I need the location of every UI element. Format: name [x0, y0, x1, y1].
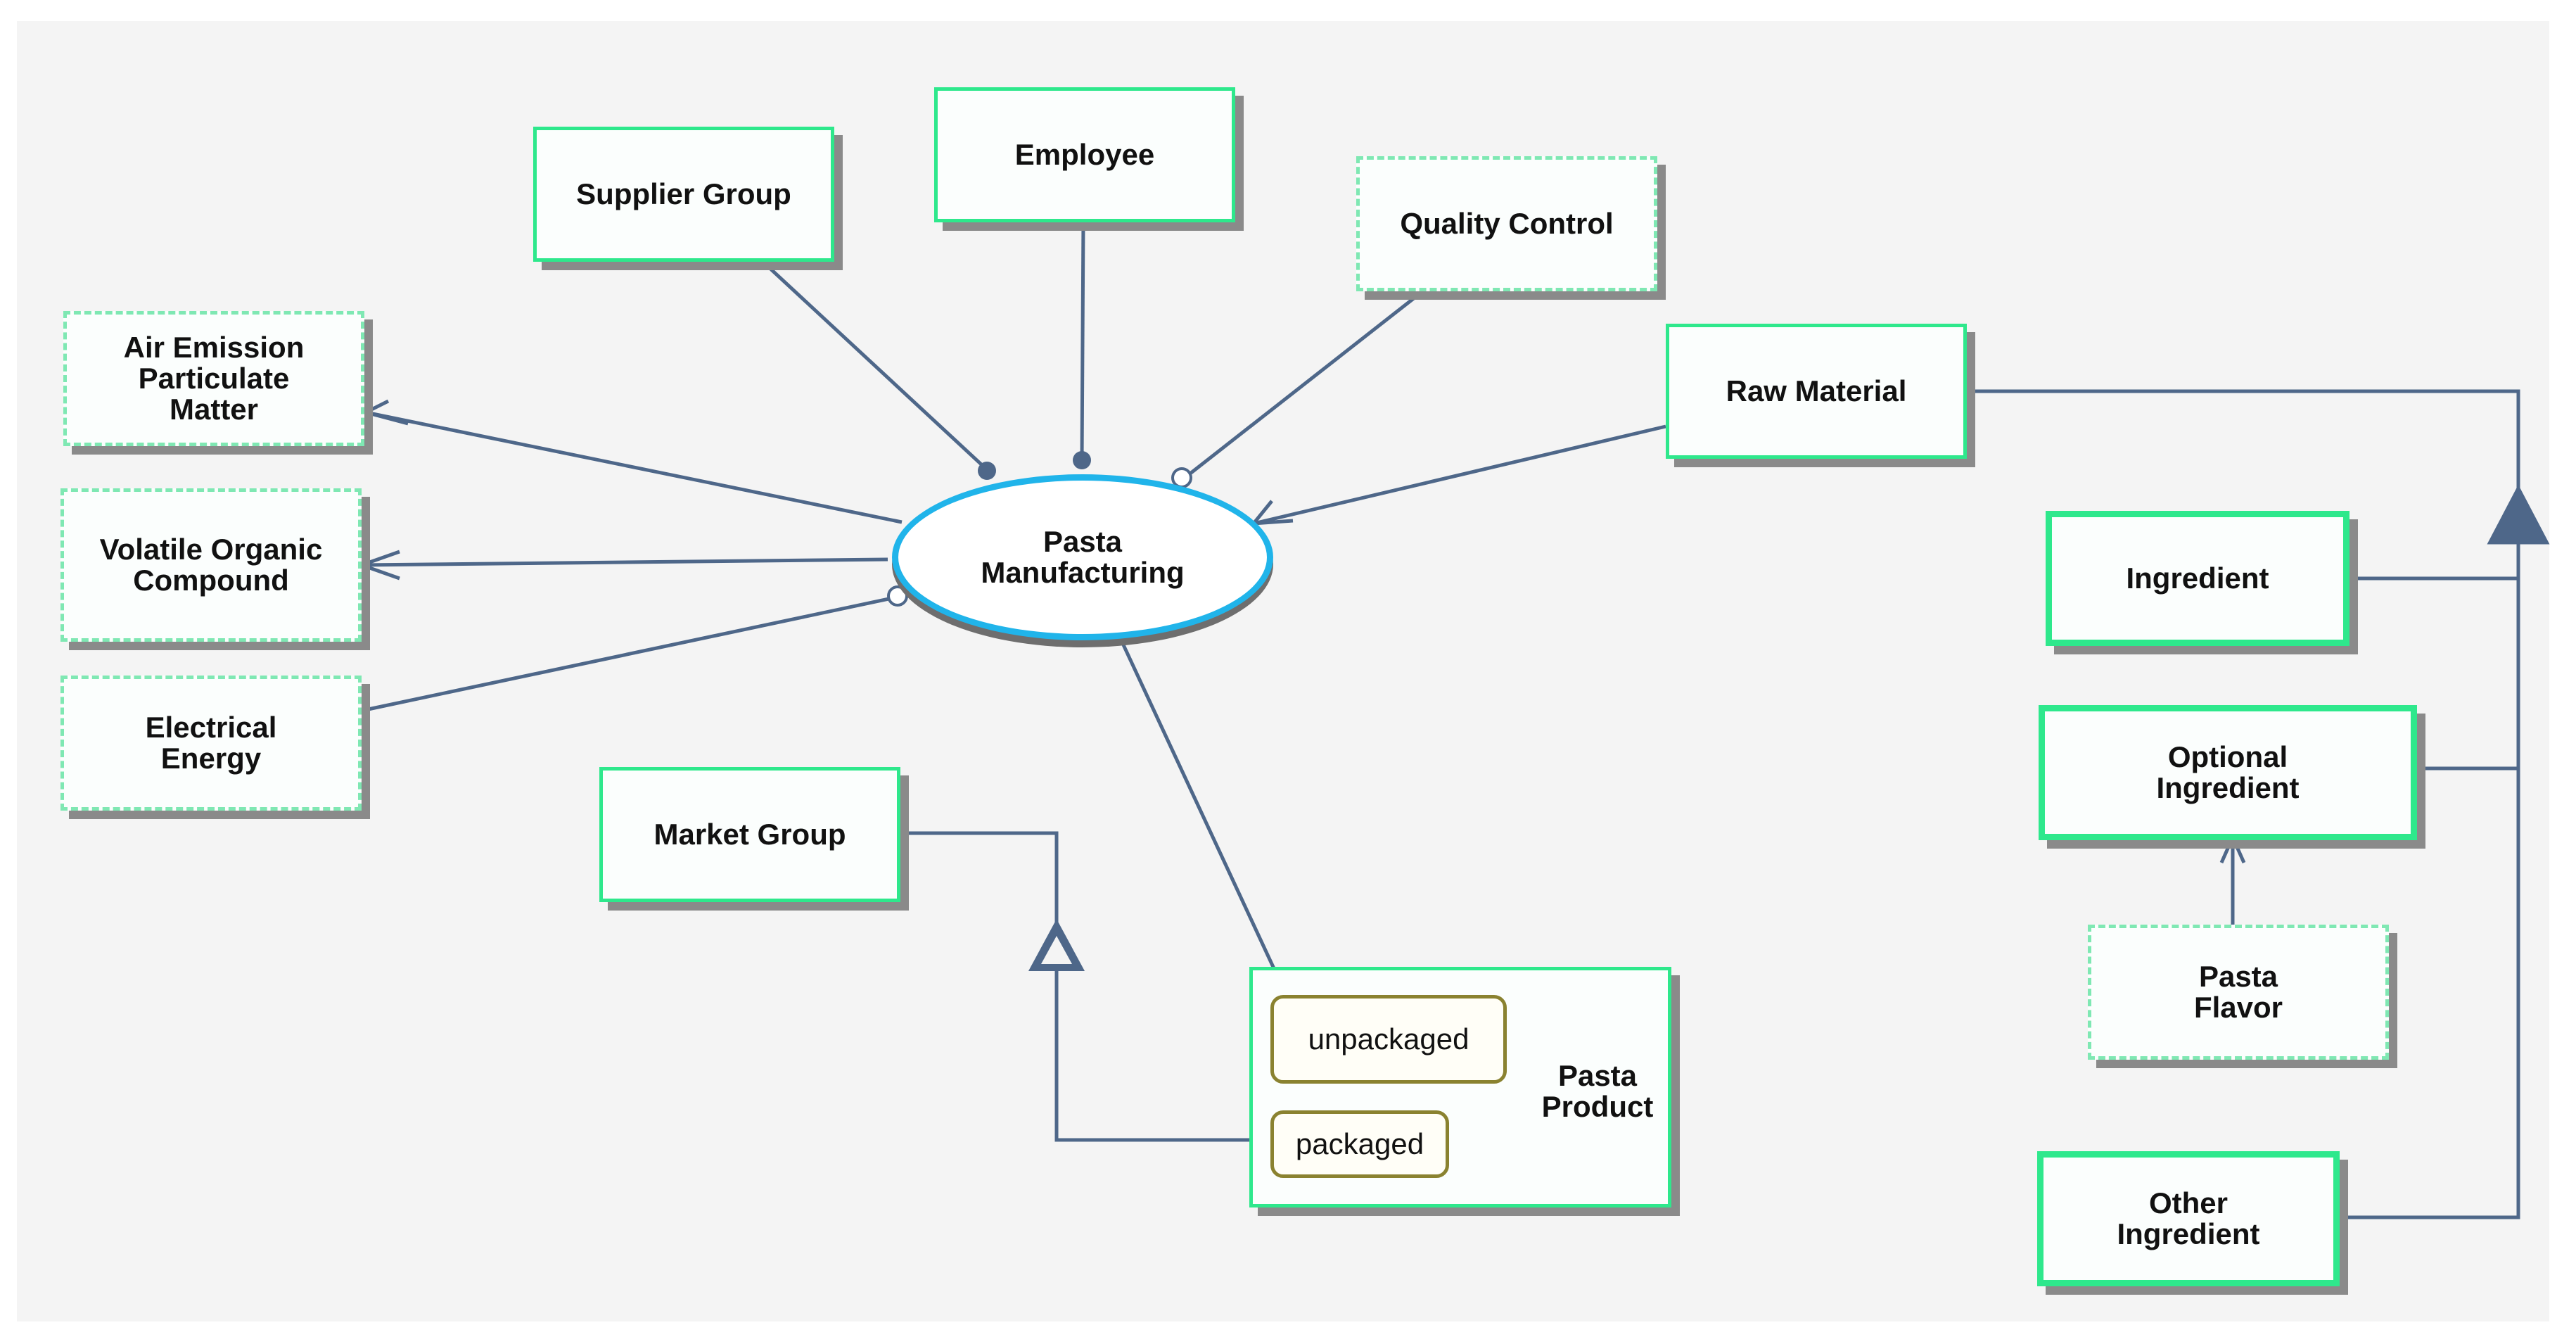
arrowhead-air-emission — [360, 399, 409, 426]
pasta-manufacturing-label: Pasta Manufacturing — [981, 524, 1185, 589]
voc-object[interactable]: Volatile Organic Compound — [60, 488, 362, 642]
link-voc — [361, 557, 888, 567]
link-quality-control — [1186, 291, 1422, 477]
pasta-product-label: Pasta Product — [1541, 1059, 1654, 1124]
supplier-group-object[interactable]: Supplier Group — [533, 127, 834, 262]
optional-ingredient-label: Optional Ingredient — [2156, 740, 2300, 804]
agent-dot-employee — [1073, 451, 1091, 469]
generalization-triangle-raw-material — [2487, 484, 2550, 545]
quality-control-label: Quality Control — [1400, 206, 1614, 240]
pasta-manufacturing-process[interactable]: Pasta Manufacturing — [892, 474, 1273, 640]
employee-object[interactable]: Employee — [934, 87, 1235, 222]
voc-label: Volatile Organic Compound — [99, 532, 323, 597]
other-ingredient-object[interactable]: Other Ingredient — [2037, 1151, 2340, 1286]
employee-label: Employee — [1014, 137, 1155, 171]
quality-control-object[interactable]: Quality Control — [1356, 156, 1657, 291]
link-supplier-group — [757, 256, 992, 474]
state-packaged-label: packaged — [1295, 1127, 1424, 1160]
pasta-flavor-label: Pasta Flavor — [2193, 959, 2283, 1024]
link-raw-material — [1253, 424, 1666, 526]
link-market-group-generalization — [900, 831, 1059, 940]
agent-dot-supplier-group — [978, 462, 996, 480]
optional-ingredient-object[interactable]: Optional Ingredient — [2039, 705, 2417, 840]
market-group-object[interactable]: Market Group — [599, 767, 900, 902]
ingredient-label: Ingredient — [2126, 561, 2269, 595]
supplier-group-label: Supplier Group — [576, 177, 791, 210]
state-unpackaged-label: unpackaged — [1308, 1022, 1469, 1055]
generalization-triangle-market-group-inner — [1041, 936, 1072, 964]
link-packaged-generalization — [1054, 970, 1266, 1142]
other-ingredient-label: Other Ingredient — [2117, 1186, 2260, 1250]
ingredient-object[interactable]: Ingredient — [2046, 511, 2349, 646]
link-raw-material-generalization — [1968, 389, 2520, 1219]
electrical-energy-object[interactable]: Electrical Energy — [60, 676, 362, 811]
electrical-energy-label: Electrical Energy — [145, 710, 277, 775]
state-unpackaged[interactable]: unpackaged — [1270, 995, 1507, 1084]
link-employee — [1080, 222, 1085, 462]
instrument-circle-electrical-energy — [887, 585, 908, 607]
air-emission-label: Air Emission Particulate Matter — [123, 330, 305, 426]
link-electrical-energy — [361, 595, 900, 713]
market-group-label: Market Group — [653, 817, 846, 851]
raw-material-object[interactable]: Raw Material — [1666, 324, 1967, 459]
raw-material-label: Raw Material — [1726, 374, 1907, 407]
pasta-flavor-object[interactable]: Pasta Flavor — [2088, 925, 2389, 1060]
link-air-emission — [365, 410, 903, 524]
state-packaged[interactable]: packaged — [1270, 1110, 1449, 1178]
arrowhead-voc — [356, 550, 400, 581]
air-emission-object[interactable]: Air Emission Particulate Matter — [63, 311, 364, 446]
